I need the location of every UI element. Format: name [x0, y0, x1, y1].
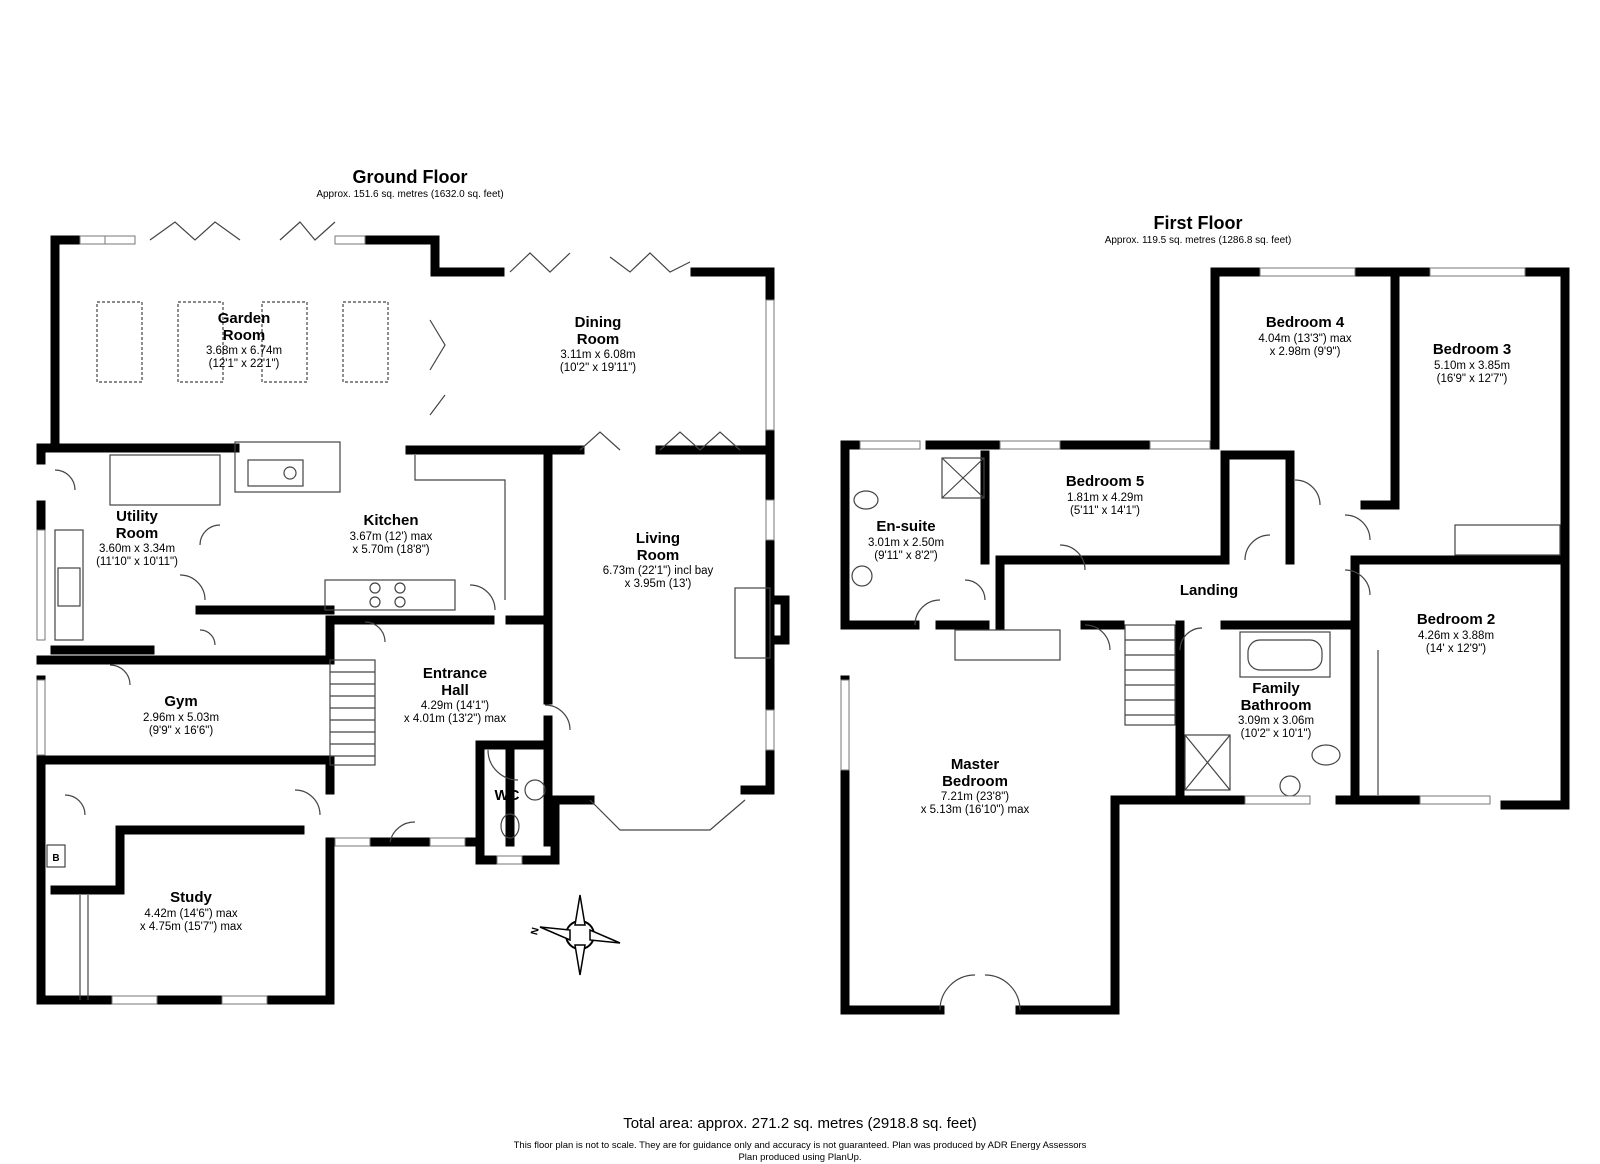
- svg-text:Master: Master: [951, 756, 1000, 773]
- ground-floor-walls: [36, 235, 790, 1005]
- svg-text:WC: WC: [495, 787, 520, 804]
- svg-text:Hall: Hall: [441, 682, 469, 699]
- first-floor-header: First Floor Approx. 119.5 sq. metres (12…: [1105, 213, 1292, 246]
- svg-text:7.21m (23'8"): 7.21m (23'8"): [941, 791, 1009, 803]
- svg-text:Bedroom 5: Bedroom 5: [1066, 473, 1144, 490]
- svg-text:4.42m (14'6") max: 4.42m (14'6") max: [144, 908, 237, 920]
- svg-text:Gym: Gym: [164, 693, 197, 710]
- svg-text:(12'1" x 22'1"): (12'1" x 22'1"): [209, 358, 280, 370]
- svg-text:x 5.70m (18'8"): x 5.70m (18'8"): [352, 544, 429, 556]
- svg-text:3.11m x 6.08m: 3.11m x 6.08m: [560, 349, 635, 361]
- svg-text:Room: Room: [637, 547, 680, 564]
- ground-floor-title: Ground Floor: [353, 167, 468, 187]
- svg-text:3.60m x 3.34m: 3.60m x 3.34m: [99, 543, 175, 555]
- room-label-living-room: Living Room 6.73m (22'1") incl bay x 3.9…: [603, 530, 714, 590]
- first-floor-title: First Floor: [1154, 213, 1243, 233]
- svg-text:Family: Family: [1252, 680, 1300, 697]
- svg-text:Bedroom 2: Bedroom 2: [1417, 611, 1495, 628]
- svg-text:4.29m (14'1"): 4.29m (14'1"): [421, 700, 489, 712]
- ground-floor-area: Approx. 151.6 sq. metres (1632.0 sq. fee…: [316, 189, 503, 200]
- svg-text:3.01m x 2.50m: 3.01m x 2.50m: [868, 537, 944, 549]
- first-floor-fixtures: [851, 457, 1561, 1011]
- room-label-wc: WC: [495, 787, 520, 804]
- first-floor-area: Approx. 119.5 sq. metres (1286.8 sq. fee…: [1105, 235, 1292, 246]
- room-label-bedroom-4: Bedroom 4 4.04m (13'3") max x 2.98m (9'9…: [1258, 314, 1351, 358]
- svg-text:Bedroom 4: Bedroom 4: [1266, 314, 1345, 331]
- room-label-family-bathroom: Family Bathroom 3.09m x 3.06m (10'2" x 1…: [1238, 680, 1314, 740]
- svg-text:6.73m (22'1") incl bay: 6.73m (22'1") incl bay: [603, 565, 714, 577]
- svg-text:x 4.01m (13'2") max: x 4.01m (13'2") max: [404, 713, 506, 725]
- svg-text:x 3.95m (13'): x 3.95m (13'): [625, 578, 692, 590]
- svg-text:(10'2" x 19'11"): (10'2" x 19'11"): [560, 362, 636, 374]
- room-label-kitchen: Kitchen 3.67m (12') max x 5.70m (18'8"): [350, 512, 433, 556]
- room-label-utility-room: Utility Room 3.60m x 3.34m (11'10" x 10'…: [96, 508, 178, 568]
- room-label-entrance-hall: Entrance Hall 4.29m (14'1") x 4.01m (13'…: [404, 665, 506, 725]
- footer: Total area: approx. 271.2 sq. metres (29…: [514, 1115, 1087, 1163]
- svg-text:x 5.13m (16'10") max: x 5.13m (16'10") max: [921, 804, 1030, 816]
- svg-text:x 4.75m (15'7") max: x 4.75m (15'7") max: [140, 921, 242, 933]
- room-label-garden-room: Garden Room 3.68m x 6.74m (12'1" x 22'1"…: [206, 310, 282, 370]
- svg-text:Garden: Garden: [218, 310, 271, 327]
- svg-text:Bathroom: Bathroom: [1241, 697, 1312, 714]
- first-floor-walls: [840, 267, 1570, 1015]
- room-label-bedroom-5: Bedroom 5 1.81m x 4.29m (5'11" x 14'1"): [1066, 473, 1144, 517]
- svg-text:1.81m x 4.29m: 1.81m x 4.29m: [1067, 492, 1143, 504]
- svg-text:Landing: Landing: [1180, 582, 1238, 599]
- svg-text:Living: Living: [636, 530, 680, 547]
- total-area: Total area: approx. 271.2 sq. metres (29…: [623, 1115, 977, 1132]
- room-label-study: Study 4.42m (14'6") max x 4.75m (15'7") …: [140, 889, 242, 933]
- svg-text:(9'11" x 8'2"): (9'11" x 8'2"): [874, 550, 938, 562]
- svg-text:Bedroom 3: Bedroom 3: [1433, 341, 1511, 358]
- ground-floor-windows: [36, 235, 775, 1005]
- svg-text:5.10m x 3.85m: 5.10m x 3.85m: [1434, 360, 1510, 372]
- ground-floor-header: Ground Floor Approx. 151.6 sq. metres (1…: [316, 167, 503, 200]
- svg-text:Bedroom: Bedroom: [942, 773, 1008, 790]
- svg-text:4.04m (13'3") max: 4.04m (13'3") max: [1258, 333, 1351, 345]
- compass-north-label: N: [529, 926, 541, 936]
- svg-text:(9'9" x 16'6"): (9'9" x 16'6"): [149, 725, 214, 737]
- svg-text:(10'2" x 10'1"): (10'2" x 10'1"): [1241, 728, 1312, 740]
- svg-text:2.96m x 5.03m: 2.96m x 5.03m: [143, 712, 219, 724]
- svg-text:3.68m x 6.74m: 3.68m x 6.74m: [206, 345, 282, 357]
- ground-floor-fixtures: [46, 221, 771, 1000]
- first-floor-windows: [840, 267, 1526, 805]
- svg-text:(5'11" x 14'1"): (5'11" x 14'1"): [1070, 505, 1140, 517]
- svg-text:3.09m x 3.06m: 3.09m x 3.06m: [1238, 715, 1314, 727]
- svg-text:Utility: Utility: [116, 508, 158, 525]
- room-label-en-suite: En-suite 3.01m x 2.50m (9'11" x 8'2"): [868, 518, 944, 562]
- svg-text:En-suite: En-suite: [876, 518, 935, 535]
- svg-text:(16'9" x 12'7"): (16'9" x 12'7"): [1437, 373, 1508, 385]
- svg-text:Kitchen: Kitchen: [363, 512, 418, 529]
- room-label-master-bedroom: Master Bedroom 7.21m (23'8") x 5.13m (16…: [921, 756, 1030, 816]
- svg-text:Room: Room: [116, 525, 159, 542]
- compass-icon: [539, 894, 621, 976]
- svg-text:Study: Study: [170, 889, 212, 906]
- svg-text:x 2.98m (9'9"): x 2.98m (9'9"): [1270, 346, 1341, 358]
- room-label-bedroom-2: Bedroom 2 4.26m x 3.88m (14' x 12'9"): [1417, 611, 1495, 655]
- credit: Plan produced using PlanUp.: [738, 1152, 861, 1163]
- svg-text:Room: Room: [223, 327, 266, 344]
- room-label-landing: Landing: [1180, 582, 1238, 599]
- room-label-dining-room: Dining Room 3.11m x 6.08m (10'2" x 19'11…: [560, 314, 636, 374]
- disclaimer: This floor plan is not to scale. They ar…: [514, 1140, 1087, 1151]
- svg-text:Entrance: Entrance: [423, 665, 487, 682]
- svg-text:(11'10" x 10'11"): (11'10" x 10'11"): [96, 556, 178, 568]
- svg-text:3.67m (12') max: 3.67m (12') max: [350, 531, 433, 543]
- svg-text:Room: Room: [577, 331, 620, 348]
- svg-text:4.26m x 3.88m: 4.26m x 3.88m: [1418, 630, 1494, 642]
- room-label-gym: Gym 2.96m x 5.03m (9'9" x 16'6"): [143, 693, 219, 737]
- room-label-bedroom-3: Bedroom 3 5.10m x 3.85m (16'9" x 12'7"): [1433, 341, 1511, 385]
- svg-text:Dining: Dining: [575, 314, 622, 331]
- svg-text:(14' x 12'9"): (14' x 12'9"): [1426, 643, 1486, 655]
- boiler-label: B: [52, 853, 59, 864]
